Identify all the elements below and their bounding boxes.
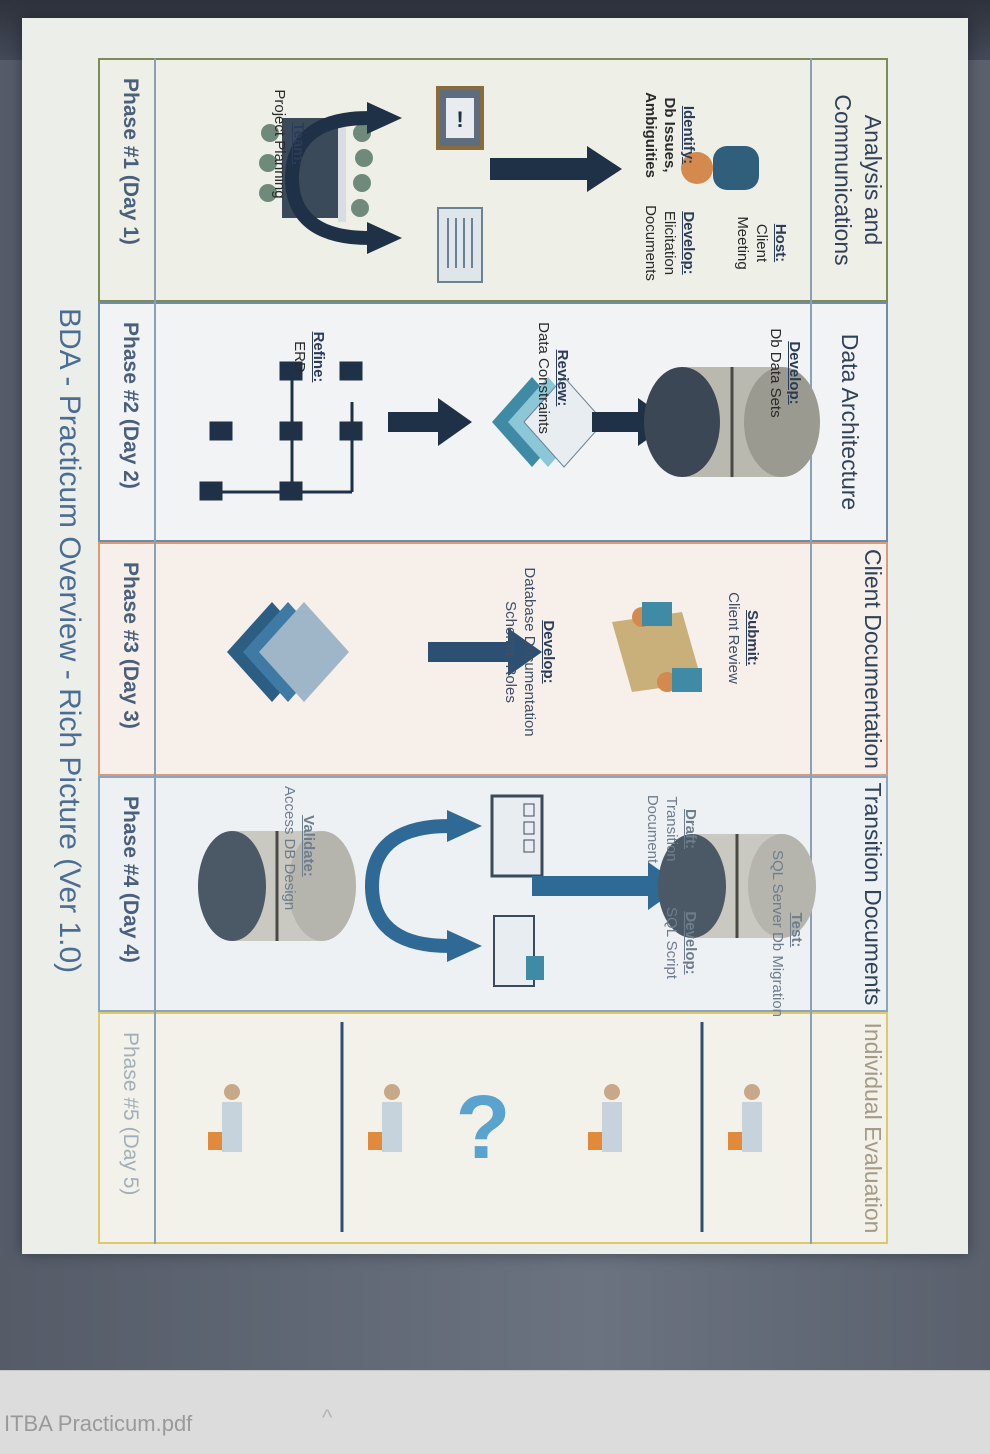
phase-4-graphics xyxy=(198,794,816,987)
database-icon xyxy=(644,367,820,477)
phase-1-graphics: ! xyxy=(259,86,759,283)
identify-heading: Identify: xyxy=(680,105,697,165)
arrow-head-icon xyxy=(438,398,472,446)
develop-heading: Develop: xyxy=(680,211,697,275)
document-icon xyxy=(437,207,483,283)
team-label: Team: Project Planning xyxy=(270,84,308,204)
develop-datasets-label: Develop: Db Data Sets xyxy=(766,318,804,428)
category-text: Analysis and Communications xyxy=(830,94,886,266)
validate-label: Validate: Access DB Design xyxy=(280,786,318,910)
handshake-meeting-icon xyxy=(612,602,702,692)
split-arrow-icon xyxy=(365,819,453,953)
stacked-pages-icon xyxy=(492,376,605,468)
businessman-icon xyxy=(208,1084,242,1152)
pdf-page: Analysis and Communications Data Archite… xyxy=(22,18,968,1254)
host-label: Host: Client Meeting xyxy=(733,188,790,298)
draft-text-1: Transition xyxy=(663,796,680,862)
arrow-head-icon xyxy=(367,222,402,254)
category-text: Client Documentation xyxy=(860,549,886,769)
draft-label: Draft: Transition Document xyxy=(643,784,700,874)
draft-heading: Draft: xyxy=(682,809,699,849)
validate-heading: Validate: xyxy=(300,815,317,877)
category-text: Individual Evaluation xyxy=(860,1022,886,1234)
svg-text:!: ! xyxy=(456,107,463,132)
database-icon xyxy=(198,831,356,941)
clipboard-warning-icon: ! xyxy=(436,86,484,150)
chevron-up-icon[interactable]: ^ xyxy=(322,1405,333,1430)
test-text: SQL Server Db Migration xyxy=(769,850,786,1018)
test-heading: Test: xyxy=(788,912,805,948)
category-phase-1: Analysis and Communications xyxy=(812,58,888,302)
submit-text: Client Review xyxy=(725,592,742,684)
category-phase-5: Individual Evaluation xyxy=(812,1012,888,1244)
refine-label: Refine: ERD xyxy=(290,312,328,402)
category-text: Data Architecture xyxy=(837,333,863,511)
submit-label: Submit: Client Review xyxy=(724,578,762,698)
review-label: Review: Data Constraints xyxy=(534,318,572,438)
refine-heading: Refine: xyxy=(310,331,327,383)
develop-heading: Develop: xyxy=(540,620,557,684)
submit-heading: Submit: xyxy=(744,610,761,666)
businessman-icon xyxy=(728,1084,762,1152)
split-arrow-icon xyxy=(285,111,373,245)
review-heading: Review: xyxy=(554,349,571,407)
host-text-2: Meeting xyxy=(734,216,751,270)
phase-2-graphics xyxy=(199,361,820,501)
arrow-icon xyxy=(490,158,600,180)
diagram-title: BDA - Practicum Overview - Rich Picture … xyxy=(53,308,86,974)
develop-text: SQL Script xyxy=(663,907,680,979)
develop-script-label: Develop: SQL Script xyxy=(662,898,700,988)
team-text: Project Planning xyxy=(271,89,288,199)
arrow-icon xyxy=(388,412,442,432)
develop-documentation-label: Develop: Database Documentation Schema, … xyxy=(501,552,558,752)
script-card-icon xyxy=(493,915,544,987)
document-stack-icon xyxy=(227,602,349,702)
title-bar: BDA - Practicum Overview - Rich Picture … xyxy=(22,18,98,1254)
businessman-icon xyxy=(588,1084,622,1152)
arrow-icon xyxy=(532,876,652,896)
develop-text-1: Elicitation xyxy=(661,210,678,276)
arrow-head-icon xyxy=(587,146,622,192)
category-phase-4: Transition Documents xyxy=(812,776,888,1012)
arrow-icon xyxy=(592,412,642,432)
develop-text-1: Database Documentation xyxy=(521,567,538,737)
checklist-icon xyxy=(490,794,544,878)
identify-text-2: Ambiguities xyxy=(642,92,659,178)
host-text-1: Client xyxy=(753,223,770,263)
arrow-icon xyxy=(428,642,512,662)
phase-3-graphics xyxy=(227,602,702,702)
refine-text: ERD xyxy=(291,341,308,373)
develop-text-2: Schema, Roles xyxy=(502,601,519,703)
question-mark-icon: ? xyxy=(455,1078,511,1178)
develop-elicitation-label: Develop: Elicitation Documents xyxy=(641,188,698,298)
validate-text: Access DB Design xyxy=(281,786,298,911)
host-heading: Host: xyxy=(772,223,789,263)
businessman-icon xyxy=(368,1084,402,1152)
arrow-head-icon xyxy=(367,102,402,134)
identify-text-1: Db Issues, xyxy=(661,97,678,173)
develop-text-2: Documents xyxy=(642,205,659,281)
category-phase-2: Data Architecture xyxy=(812,302,888,542)
erd-icon xyxy=(199,361,363,501)
review-text: Data Constraints xyxy=(535,322,552,434)
team-heading: Team: xyxy=(290,122,307,166)
arrow-head-icon xyxy=(447,810,482,842)
test-label: Test: SQL Server Db Migration xyxy=(768,850,806,1017)
download-bar: ITBA Practicum.pdf ^ xyxy=(0,1370,990,1454)
develop-text: Db Data Sets xyxy=(767,328,784,418)
category-phase-3: Client Documentation xyxy=(812,542,888,776)
arrow-head-icon xyxy=(447,930,482,962)
diagram-rotated: Analysis and Communications Data Archite… xyxy=(22,18,968,1254)
draft-text-2: Document xyxy=(644,794,661,864)
identify-label: Identify: Db Issues, Ambiguities xyxy=(641,80,698,190)
host-person-icon xyxy=(681,146,759,190)
develop-heading: Develop: xyxy=(786,341,803,405)
phase-5-graphics xyxy=(208,1022,762,1232)
category-text: Transition Documents xyxy=(860,782,886,1006)
develop-heading: Develop: xyxy=(682,911,699,975)
download-filename[interactable]: ITBA Practicum.pdf xyxy=(4,1411,193,1436)
database-icon xyxy=(658,834,816,938)
arrow-head-icon xyxy=(508,628,542,676)
